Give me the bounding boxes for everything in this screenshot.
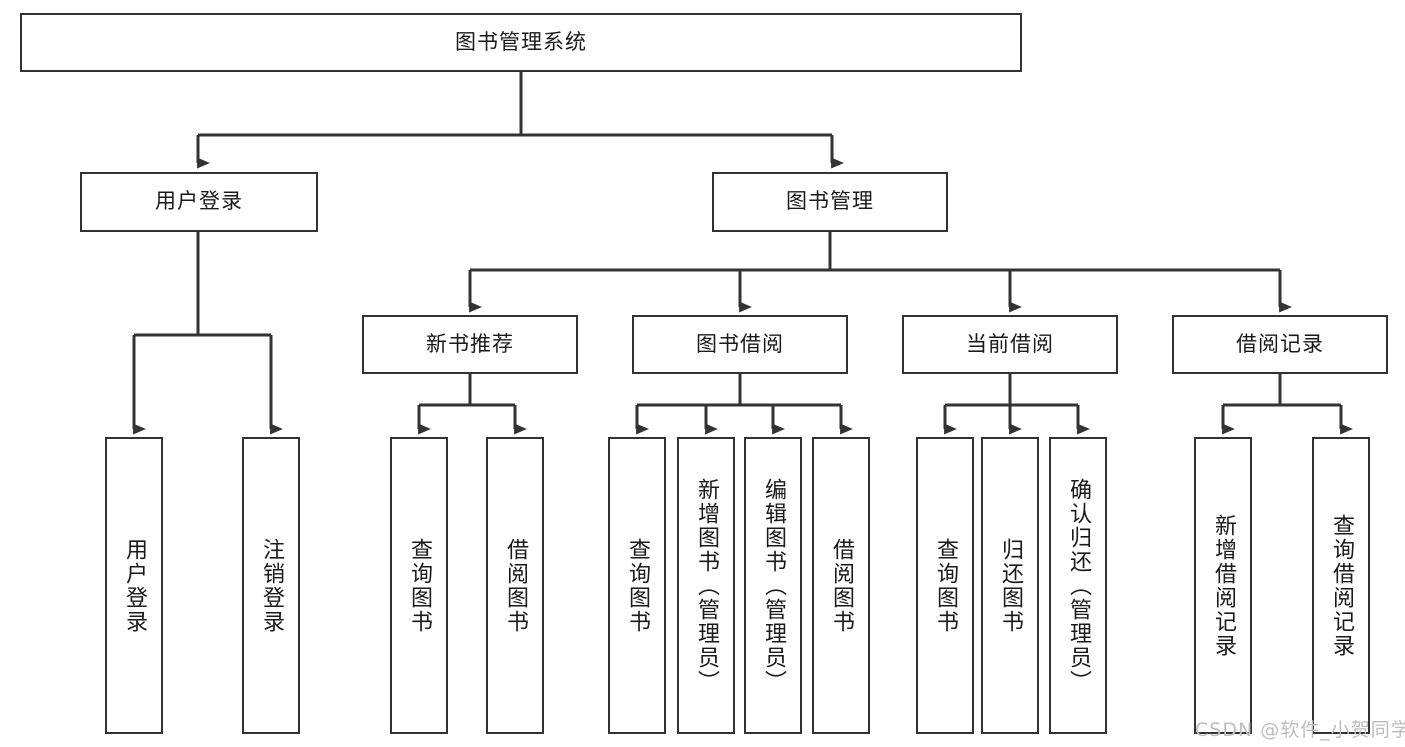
node-label: 归还图书	[997, 537, 1023, 634]
node-label: 借阅图书	[828, 537, 854, 634]
node-label: 借阅记录	[1236, 331, 1324, 356]
node-label: 借阅图书	[502, 537, 528, 634]
node-label: 查询图书	[406, 537, 432, 634]
leaf-current-confirm-return[interactable]: 确认归还（管理员）	[1049, 437, 1107, 734]
node-label: 注销登录	[258, 537, 284, 634]
node-label: 编辑图书（管理员）	[760, 477, 786, 694]
node-label: 新增借阅记录	[1210, 513, 1236, 658]
node-label: 查询图书	[932, 537, 958, 634]
node-label: 当前借阅	[966, 331, 1054, 356]
leaf-user-logout[interactable]: 注销登录	[242, 437, 300, 734]
node-user-login[interactable]: 用户登录	[80, 172, 318, 232]
leaf-borrow-edit-book[interactable]: 编辑图书（管理员）	[744, 437, 802, 734]
node-label: 新增图书（管理员）	[693, 477, 719, 694]
node-label: 图书管理系统	[455, 29, 587, 54]
node-label: 查询借阅记录	[1328, 513, 1354, 658]
node-borrow-record[interactable]: 借阅记录	[1172, 315, 1388, 374]
leaf-borrow-query-book[interactable]: 查询图书	[608, 437, 666, 734]
leaf-current-return-book[interactable]: 归还图书	[981, 437, 1039, 734]
leaf-newbook-borrow-book[interactable]: 借阅图书	[486, 437, 544, 734]
leaf-record-query-record[interactable]: 查询借阅记录	[1312, 437, 1370, 734]
watermark-csdn: CSDN @软件_小贺同学	[1195, 719, 1405, 741]
node-label: 查询图书	[624, 537, 650, 634]
node-book-management[interactable]: 图书管理	[712, 172, 948, 232]
node-current-borrow[interactable]: 当前借阅	[902, 315, 1118, 374]
leaf-user-login[interactable]: 用户登录	[105, 437, 163, 734]
leaf-borrow-borrow-book[interactable]: 借阅图书	[812, 437, 870, 734]
leaf-current-query-book[interactable]: 查询图书	[916, 437, 974, 734]
node-label: 图书管理	[786, 189, 874, 214]
node-label: 确认归还（管理员）	[1065, 477, 1091, 694]
node-label: 图书借阅	[696, 331, 784, 356]
node-label: 新书推荐	[426, 331, 514, 356]
node-new-book-recommend[interactable]: 新书推荐	[362, 315, 578, 374]
node-book-borrow[interactable]: 图书借阅	[632, 315, 848, 374]
leaf-newbook-query-book[interactable]: 查询图书	[390, 437, 448, 734]
node-label: 用户登录	[121, 537, 147, 634]
leaf-borrow-add-book[interactable]: 新增图书（管理员）	[677, 437, 735, 734]
node-root-system[interactable]: 图书管理系统	[20, 13, 1022, 72]
node-label: 用户登录	[155, 189, 243, 214]
leaf-record-add-record[interactable]: 新增借阅记录	[1194, 437, 1252, 734]
